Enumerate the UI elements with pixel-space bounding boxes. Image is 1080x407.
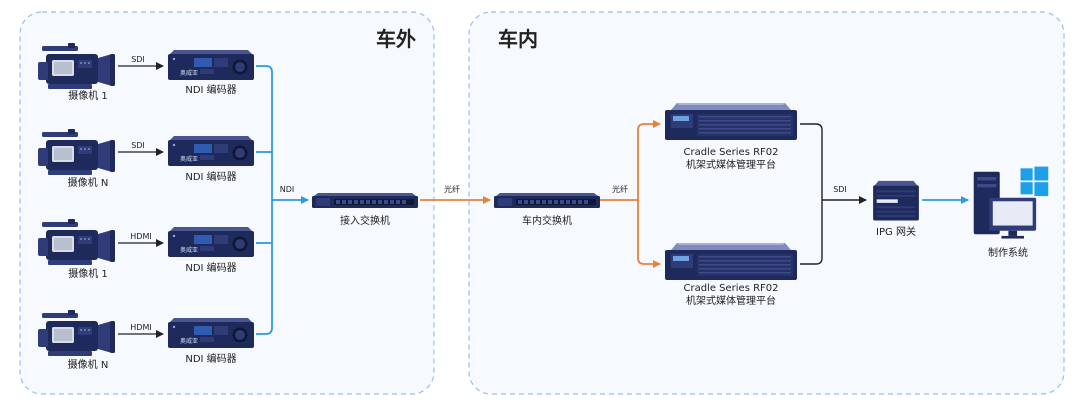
encoder-brand-2: 奥威亚 bbox=[180, 155, 198, 163]
camera-label-4: 摄像机 N bbox=[68, 358, 109, 371]
fiber-branch bbox=[600, 120, 661, 268]
car-switch-label: 车内交换机 bbox=[522, 214, 572, 227]
car-switch bbox=[494, 193, 600, 208]
ipg-gateway bbox=[873, 180, 919, 221]
encoder-label-3: NDI 编码器 bbox=[185, 261, 236, 274]
sdi-branch bbox=[800, 123, 867, 265]
rack-platform-2 bbox=[665, 243, 797, 280]
link-label-2: SDI bbox=[131, 141, 145, 150]
zone-outside-box bbox=[19, 11, 435, 395]
encoder-label-2: NDI 编码器 bbox=[185, 170, 236, 183]
platform-1-line1: Cradle Series RF02 bbox=[683, 147, 778, 158]
fiber-label-1: 光纤 bbox=[444, 184, 460, 194]
encoder-label-4: NDI 编码器 bbox=[185, 352, 236, 365]
ndi-label: NDI bbox=[280, 185, 295, 194]
encoder-label-1: NDI 编码器 bbox=[185, 83, 236, 96]
link-label-4: HDMI bbox=[130, 323, 151, 332]
camera-label-3: 摄像机 1 bbox=[68, 267, 108, 280]
sdi-out-label: SDI bbox=[833, 185, 847, 194]
link-label-3: HDMI bbox=[130, 232, 151, 241]
platform-1-line2: 机架式媒体管理平台 bbox=[686, 158, 776, 171]
encoder-brand-1: 奥威亚 bbox=[180, 69, 198, 77]
gateway-label: IPG 网关 bbox=[876, 225, 916, 238]
rack-platform-1 bbox=[665, 103, 797, 140]
camera-label-1: 摄像机 1 bbox=[68, 89, 108, 102]
camera-label-2: 摄像机 N bbox=[68, 176, 109, 189]
ndi-bus bbox=[256, 65, 309, 335]
access-switch-label: 接入交换机 bbox=[340, 214, 390, 227]
zone-outside-title: 车外 bbox=[376, 27, 416, 51]
camera-encoder-links bbox=[118, 62, 164, 338]
fiber-label-2: 光纤 bbox=[612, 184, 628, 194]
zone-inside-title: 车内 bbox=[498, 27, 538, 51]
encoder-brand-3: 奥威亚 bbox=[180, 246, 198, 254]
link-label-1: SDI bbox=[131, 55, 145, 64]
encoder-brand-4: 奥威亚 bbox=[180, 337, 198, 345]
production-label: 制作系统 bbox=[988, 246, 1028, 259]
platform-2-line1: Cradle Series RF02 bbox=[683, 283, 778, 294]
zone-inside-box bbox=[468, 11, 1065, 395]
access-switch bbox=[312, 193, 418, 208]
platform-2-line2: 机架式媒体管理平台 bbox=[686, 294, 776, 307]
